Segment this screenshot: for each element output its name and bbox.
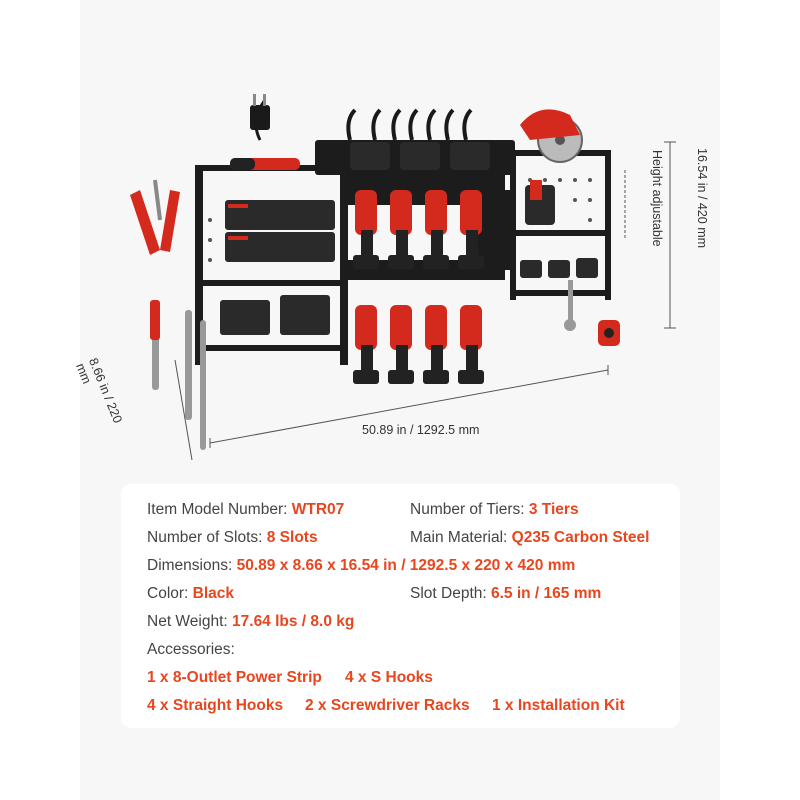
- accessory-item: 4 x S Hooks: [345, 669, 433, 686]
- power-plug-icon: [250, 94, 270, 141]
- ratchet-icon: [564, 280, 576, 331]
- nail-gun-icon: [525, 180, 555, 225]
- accessory-item: 4 x Straight Hooks: [147, 697, 284, 714]
- tool-cases: [225, 200, 335, 262]
- wrenches-icon: [150, 300, 206, 450]
- width-dimension-label: 50.89 in / 1292.5 mm: [362, 423, 480, 437]
- tool-rack-illustration: [130, 94, 676, 461]
- drills-lower-row: [353, 305, 484, 384]
- dimension-lines: [174, 141, 676, 461]
- batteries-top: [350, 142, 490, 170]
- spec-weight: Net Weight: 17.64 lbs / 8.0 kg: [147, 613, 355, 630]
- spec-material: Main Material: Q235 Carbon Steel: [410, 529, 650, 546]
- spec-model: Item Model Number: WTR07: [147, 501, 345, 518]
- batteries-right: [520, 258, 598, 278]
- circular-saw-icon: [520, 109, 583, 163]
- spec-tiers: Number of Tiers: 3 Tiers: [410, 501, 579, 518]
- accessories-label: Accessories:: [147, 641, 235, 658]
- accessory-item: 1 x Installation Kit: [492, 697, 625, 714]
- height-dimension-label: 16.54 in / 420 mm: [695, 148, 709, 249]
- battery-chargers: [220, 295, 330, 335]
- power-strip-cords: [346, 108, 473, 141]
- accessory-item: 2 x Screwdriver Racks: [305, 697, 470, 714]
- spec-slot-depth: Slot Depth: 6.5 in / 165 mm: [410, 585, 602, 602]
- tape-measure-icon: [598, 320, 620, 346]
- pliers-icon: [130, 179, 180, 255]
- spec-color: Color: Black: [147, 585, 235, 602]
- specs-card: Item Model Number: WTR07 Number of Tiers…: [121, 484, 680, 728]
- spec-dimensions: Dimensions: 50.89 x 8.66 x 16.54 in / 12…: [147, 557, 576, 574]
- drills-upper-row: [353, 190, 484, 269]
- spec-slots: Number of Slots: 8 Slots: [147, 529, 318, 546]
- accessory-item: 1 x 8-Outlet Power Strip: [147, 669, 322, 686]
- height-adjustable-label: Height adjustable: [650, 150, 664, 247]
- cordless-screwdriver-icon: [230, 158, 300, 170]
